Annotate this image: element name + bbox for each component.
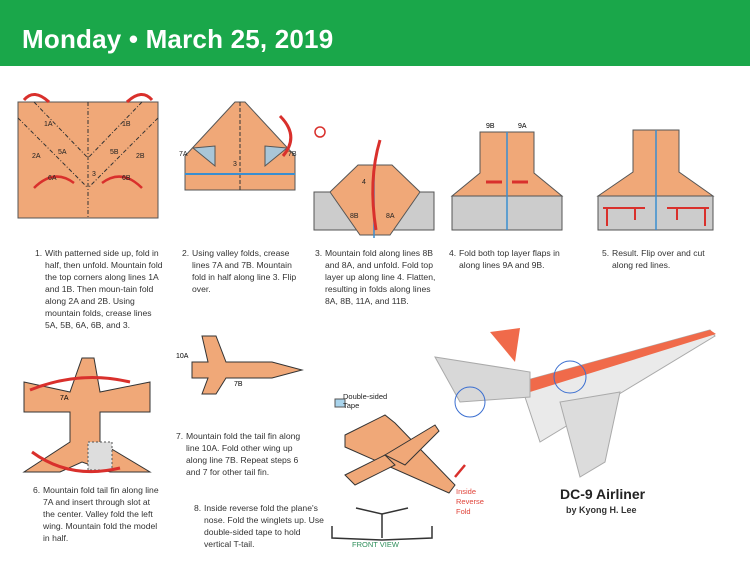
step-3-caption: 3.Mountain fold along lines 8B and 8A, a… xyxy=(315,248,436,306)
svg-text:2A: 2A xyxy=(32,153,41,160)
svg-text:8A: 8A xyxy=(386,213,395,220)
model-title: DC-9 Airliner xyxy=(560,486,646,502)
step-5-diagram xyxy=(596,129,715,231)
svg-text:7B: 7B xyxy=(288,151,297,158)
step-2-diagram: 7A 7B 3 xyxy=(179,101,297,191)
svg-text:7A: 7A xyxy=(60,395,69,402)
svg-text:5B: 5B xyxy=(110,149,119,156)
svg-text:1A: 1A xyxy=(44,121,53,128)
step-7-diagram: 10A 7B xyxy=(176,335,304,395)
step-1-diagram: 1A 1B 2A 2B 5A 5B 6A 6B 3 xyxy=(17,93,159,219)
step-4-diagram: 9B 9A xyxy=(450,123,564,231)
step-1-caption: 1.With patterned side up, fold in half, … xyxy=(35,248,163,330)
step-8-caption: 8.Inside reverse fold the plane's nose. … xyxy=(194,503,324,549)
header-banner: Monday • March 25, 2019 xyxy=(0,0,750,66)
svg-text:9A: 9A xyxy=(518,123,527,130)
inside-reverse-fold-label: Inside Reverse Fold xyxy=(456,487,484,516)
step-7-caption: 7.Mountain fold the tail fin along line … xyxy=(176,431,301,477)
step-4-caption: 4.Fold both top layer flaps in along lin… xyxy=(449,248,560,270)
svg-text:2B: 2B xyxy=(136,153,145,160)
svg-text:5A: 5A xyxy=(58,149,67,156)
svg-text:10A: 10A xyxy=(176,353,189,360)
step-1-labels: 1A 1B 2A 2B 5A 5B 6A 6B 3 xyxy=(32,121,145,182)
svg-text:7A: 7A xyxy=(179,151,188,158)
svg-text:6B: 6B xyxy=(122,175,131,182)
step-6-caption: 6.Mountain fold tail fin along line 7A a… xyxy=(33,485,159,543)
svg-text:1B: 1B xyxy=(122,121,131,128)
step-8-diagram xyxy=(334,398,466,494)
svg-text:9B: 9B xyxy=(486,123,495,130)
svg-text:3: 3 xyxy=(92,171,96,178)
svg-text:3: 3 xyxy=(233,161,237,168)
svg-text:4: 4 xyxy=(362,179,366,186)
step-3-diagram: 4 8B 8A xyxy=(313,126,435,238)
svg-text:8B: 8B xyxy=(350,213,359,220)
front-view-label: FRONT VIEW xyxy=(352,540,399,549)
step-6-diagram: 7A xyxy=(22,357,152,474)
front-view-diagram xyxy=(331,507,433,541)
step-5-caption: 5.Result. Flip over and cut along red li… xyxy=(602,248,705,270)
model-author: by Kyong H. Lee xyxy=(566,505,637,515)
svg-text:7B: 7B xyxy=(234,381,243,388)
double-sided-tape-label: Double-sided Tape xyxy=(343,392,388,410)
page-title: Monday • March 25, 2019 xyxy=(22,24,334,54)
dc9-airliner-model-image xyxy=(434,328,716,478)
svg-text:6A: 6A xyxy=(48,175,57,182)
step-2-caption: 2.Using valley folds, crease lines 7A an… xyxy=(182,248,297,294)
